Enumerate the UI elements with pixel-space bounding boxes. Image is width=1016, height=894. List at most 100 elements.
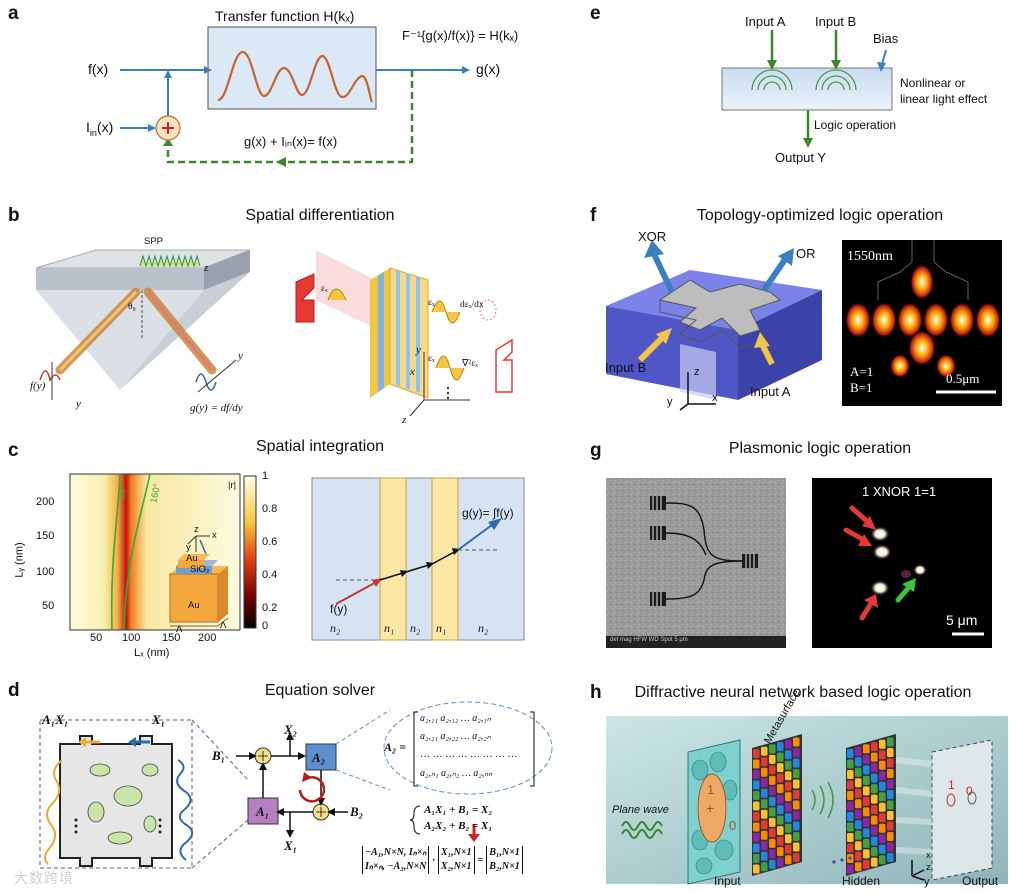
inset-axis-x: x — [212, 530, 217, 541]
cbar-tick-02: 0.2 — [262, 602, 278, 614]
xtick-150: 150 — [162, 632, 181, 644]
panel-letter-h: h — [590, 682, 602, 703]
scale-label-f: 0.5μm — [946, 371, 980, 386]
ex-label: εₓ — [321, 284, 328, 294]
metasurface-pixel — [793, 832, 800, 841]
b1-label: B₁ — [212, 748, 226, 763]
metasurface-pixel — [887, 853, 894, 862]
metasurface-pixel — [887, 800, 894, 810]
metasurface-pixel — [769, 796, 776, 806]
ex-mid-label: εₓ — [428, 354, 435, 364]
metasurface-pixel — [887, 832, 894, 841]
axis-y-f: y — [667, 396, 673, 408]
metasurface-pixel — [847, 759, 854, 769]
cbar-tick-1: 1 — [262, 470, 269, 482]
metasurface-pixel — [777, 784, 784, 794]
metasurface-pixel — [871, 794, 878, 804]
block-left-row2: Iₙ×ₙ, −A₂,N×N — [365, 861, 427, 872]
metasurface-pixel — [847, 822, 854, 832]
metasurface-pixel — [769, 807, 776, 817]
matrix-row-4: a₂,ₙ₁ a₂,ₙ₂ … a₂,ₙₙ — [420, 768, 493, 779]
title-diffractive-network: Diffractive neural network based logic o… — [634, 684, 972, 701]
title-spatial-integration: Spatial integration — [255, 438, 385, 455]
layer-stack — [311, 477, 525, 641]
logic-structure — [658, 279, 782, 337]
a-equals-label: A=1 — [850, 364, 874, 379]
metasurface-pixel — [769, 754, 776, 764]
metasurface-pixel — [769, 817, 776, 827]
metasurface-pixel — [769, 828, 776, 838]
metasurface-pixel — [785, 834, 792, 844]
input-fx: f(x) — [88, 61, 109, 77]
x1-label-bottom: X₁ — [284, 838, 298, 853]
matrix-row-2: a₂,₂₁ a₂,₂₂ … a₂,₂ₙ — [420, 731, 491, 742]
metasurface-pixel — [753, 854, 760, 863]
metasurface-pixel — [777, 794, 784, 804]
lin-label: Iin(x) — [86, 119, 114, 138]
metasurface-pixel — [769, 765, 776, 775]
metasurface-pixel — [769, 744, 776, 754]
metasurface-pixel — [785, 739, 792, 749]
metasurface-pixel — [879, 844, 886, 854]
metasurface-pixel — [855, 862, 862, 872]
x1-label-box: X₁ — [152, 712, 166, 727]
metasurface-pixel — [753, 801, 760, 811]
eq-feedback: g(x) + Iᵢₙ(x)= f(x) — [244, 134, 338, 149]
gy-label-b: g(y) = df/dy — [190, 402, 243, 414]
metasurface-pixel — [871, 805, 878, 815]
metasurface-pixel — [863, 775, 870, 785]
metasurface-pixel — [753, 780, 760, 790]
metasurface-pixel — [761, 830, 768, 840]
bias-label: Bias — [873, 31, 899, 46]
watermark: 大数跨境 — [14, 870, 74, 886]
metasurface-pixel — [855, 851, 862, 861]
axis-z-b: z — [402, 414, 407, 426]
inset-lambda1: Λ — [176, 624, 183, 635]
metasurface-pixel — [793, 853, 800, 862]
a1-block-label: A₁ — [256, 804, 270, 819]
metasurface-pixel — [879, 792, 886, 802]
xor-label: XOR — [638, 229, 667, 244]
metasurface-pixel — [855, 778, 862, 788]
metasurface-pixel — [793, 821, 800, 831]
feedback-loop — [166, 70, 414, 164]
metasurface-pixel — [855, 820, 862, 830]
block-right-row1: B₁,N×1 — [489, 847, 520, 858]
metasurface-pixel — [785, 844, 792, 854]
block-right-row2: B₂,N×1 — [489, 861, 520, 872]
fy-label-c: f(y) — [330, 602, 348, 616]
scale-label-g: 5 μm — [946, 612, 978, 628]
metasurface-pixel — [761, 841, 768, 851]
metasurface-pixel — [887, 842, 894, 852]
dex-label: dεₓ/dx — [460, 300, 484, 310]
effect-line-2: linear light effect — [900, 92, 988, 106]
metasurface-pixel — [777, 836, 784, 846]
fy-label-b: f(y) — [30, 380, 46, 392]
inset-sio2: SiO₂ — [190, 564, 210, 575]
xnor-label: 1 XNOR 1=1 — [862, 484, 937, 499]
cbar-tick-06: 0.6 — [262, 536, 278, 548]
metasurface-pixel — [863, 786, 870, 796]
metasurface-pixel — [855, 746, 862, 756]
metasurface-pixel — [871, 815, 878, 825]
metasurface-pixel — [879, 771, 886, 781]
ytick-150: 150 — [36, 530, 55, 542]
or-label: OR — [796, 246, 816, 261]
panel-letter-c: c — [8, 440, 19, 461]
metasurface-pixel — [785, 771, 792, 781]
input-plus: + — [706, 800, 715, 816]
contour-minus20 — [110, 473, 121, 631]
block-left-row1: −A₁,N×N, Iₙ×ₙ — [365, 847, 427, 858]
metasurface-pixel — [863, 828, 870, 838]
metasurface-pixel — [887, 779, 894, 789]
metasurface-pixel — [777, 752, 784, 762]
y-label-b1: y — [76, 398, 81, 410]
metasurface-pixel — [785, 855, 792, 865]
metasurface-pixel — [769, 859, 776, 869]
plane-wave-label: Plane wave — [612, 804, 669, 816]
metasurface-pixel — [871, 836, 878, 846]
output-digit-1: 1 — [948, 778, 955, 792]
